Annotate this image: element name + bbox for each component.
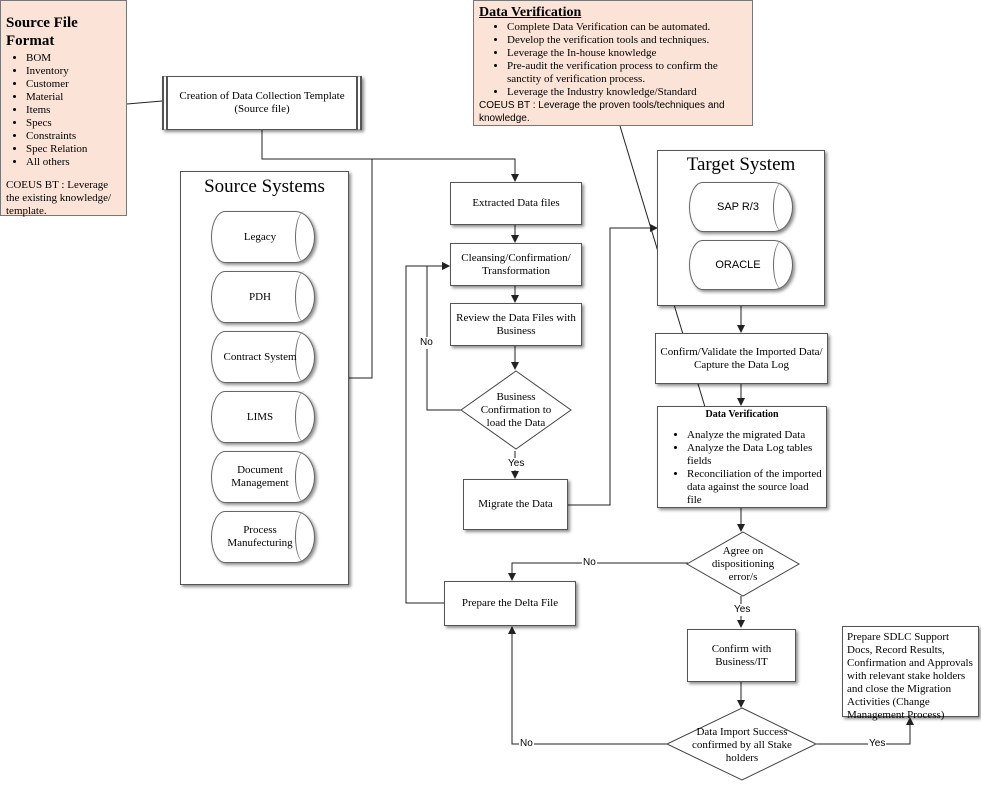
source-note-item: Material <box>26 91 121 104</box>
sap-database-icon: SAP R/3 <box>689 182 793 232</box>
extracted-data-files-box: Extracted Data files <box>450 182 582 225</box>
cleansing-box: Cleansing/Confirmation/ Transformation <box>450 243 582 286</box>
step-label: Prepare SDLC Support Docs, Record Result… <box>847 631 973 721</box>
source-system-label: Legacy <box>243 230 277 243</box>
source-note-item: BOM <box>26 52 121 65</box>
yes-label: Yes <box>507 458 526 470</box>
review-data-files-box: Review the Data Files with Business <box>450 303 582 346</box>
document-management-database-icon: Document Management <box>211 451 315 503</box>
source-system-label: Document Management <box>231 464 289 489</box>
process-manufacturing-database-icon: Process Manufecturing <box>211 511 315 563</box>
decision-label: Business Confirmation to load the Data <box>480 390 552 429</box>
data-verification-box: Data Verification Analyze the migrated D… <box>657 406 827 508</box>
source-file-format-note: Source File Format BOM Inventory Custome… <box>0 0 127 217</box>
verification-note-footer: COEUS BT : Leverage the proven tools/tec… <box>479 100 725 124</box>
verification-box-item: Analyze the migrated Data <box>687 429 822 442</box>
verification-note-item: Leverage the In-house knowledge <box>507 47 747 60</box>
step-label: Confirm/Validate the Imported Data/ Capt… <box>660 345 823 371</box>
verification-note-item: Pre-audit the verification process to co… <box>507 60 747 86</box>
confirm-validate-box: Confirm/Validate the Imported Data/ Capt… <box>655 333 828 384</box>
source-note-item: Spec Relation <box>26 143 121 156</box>
source-note-title: Source File Format <box>6 15 78 49</box>
step-label: Confirm with Business/IT <box>711 642 772 668</box>
step-label: Extracted Data files <box>472 197 560 209</box>
verification-box-item: Reconciliation of the imported data agai… <box>687 468 822 507</box>
migrate-data-box: Migrate the Data <box>463 479 568 530</box>
connector-delta-loop <box>405 262 450 604</box>
step-label: Cleansing/Confirmation/ Transformation <box>461 251 571 277</box>
verification-note-title: Data Verification <box>479 5 582 20</box>
step-label: Migrate the Data <box>478 498 553 510</box>
source-systems-title: Source Systems <box>204 176 325 197</box>
decision-label: Agree on dispositioning error/s <box>711 544 775 583</box>
verification-box-item: Analyze the Data Log tables fields <box>687 442 822 468</box>
no-label: No <box>419 337 434 349</box>
no-label: No <box>582 557 597 569</box>
connector-source-systems <box>349 159 373 379</box>
oracle-database-icon: ORACLE <box>689 240 793 290</box>
agree-decision: Agree on dispositioning error/s <box>703 542 783 586</box>
source-note-list: BOM Inventory Customer Material Items Sp… <box>12 52 121 169</box>
verification-note-item: Complete Data Verification can be automa… <box>507 21 747 34</box>
decision-label: Data Import Success confirmed by all Sta… <box>692 725 792 764</box>
data-verification-note: Data Verification Complete Data Verifica… <box>473 0 753 126</box>
target-system-label: SAP R/3 <box>717 200 759 213</box>
lims-database-icon: LIMS <box>211 391 315 443</box>
import-success-decision: Data Import Success confirmed by all Sta… <box>684 724 800 766</box>
source-note-item: Constraints <box>26 130 121 143</box>
verification-box-title: Data Verification <box>705 409 779 420</box>
source-note-item: Items <box>26 104 121 117</box>
business-confirmation-decision: Business Confirmation to load the Data <box>476 386 556 434</box>
verification-note-item: Leverage the Industry knowledge/Standard <box>507 86 747 99</box>
verification-note-item: Develop the verification tools and techn… <box>507 34 747 47</box>
source-note-item: Specs <box>26 117 121 130</box>
source-system-label: PDH <box>248 290 271 303</box>
confirm-business-box: Confirm with Business/IT <box>687 629 796 682</box>
yes-label: Yes <box>733 604 752 616</box>
source-note-item: Customer <box>26 78 121 91</box>
template-box-label: Creation of Data Collection Template (So… <box>179 90 345 115</box>
source-note-footer: COEUS BT : Leverage the existing knowled… <box>6 179 112 217</box>
step-label: Prepare the Delta File <box>461 597 559 609</box>
data-collection-template-box: Creation of Data Collection Template (So… <box>162 76 362 130</box>
no-label: No <box>519 738 534 750</box>
target-system-label: ORACLE <box>715 258 761 271</box>
yes-label: Yes <box>868 738 887 750</box>
target-system-title: Target System <box>686 154 796 175</box>
step-label: Review the Data Files with Business <box>456 311 576 337</box>
legacy-database-icon: Legacy <box>211 211 315 263</box>
contract-system-database-icon: Contract System <box>211 331 315 383</box>
source-system-label: Contract System <box>223 350 297 363</box>
verification-note-list: Complete Data Verification can be automa… <box>489 21 747 99</box>
verification-box-list: Analyze the migrated Data Analyze the Da… <box>662 429 822 507</box>
source-system-label: LIMS <box>246 410 274 423</box>
pdh-database-icon: PDH <box>211 271 315 323</box>
source-note-item: All others <box>26 156 121 169</box>
connector-note-template <box>126 100 163 105</box>
source-note-item: Inventory <box>26 65 121 78</box>
sdlc-support-box: Prepare SDLC Support Docs, Record Result… <box>842 626 979 721</box>
connector-import-no <box>508 626 667 745</box>
connector-agree-no <box>508 562 688 581</box>
prepare-delta-file-box: Prepare the Delta File <box>444 581 576 626</box>
source-system-label: Process Manufecturing <box>227 524 293 549</box>
